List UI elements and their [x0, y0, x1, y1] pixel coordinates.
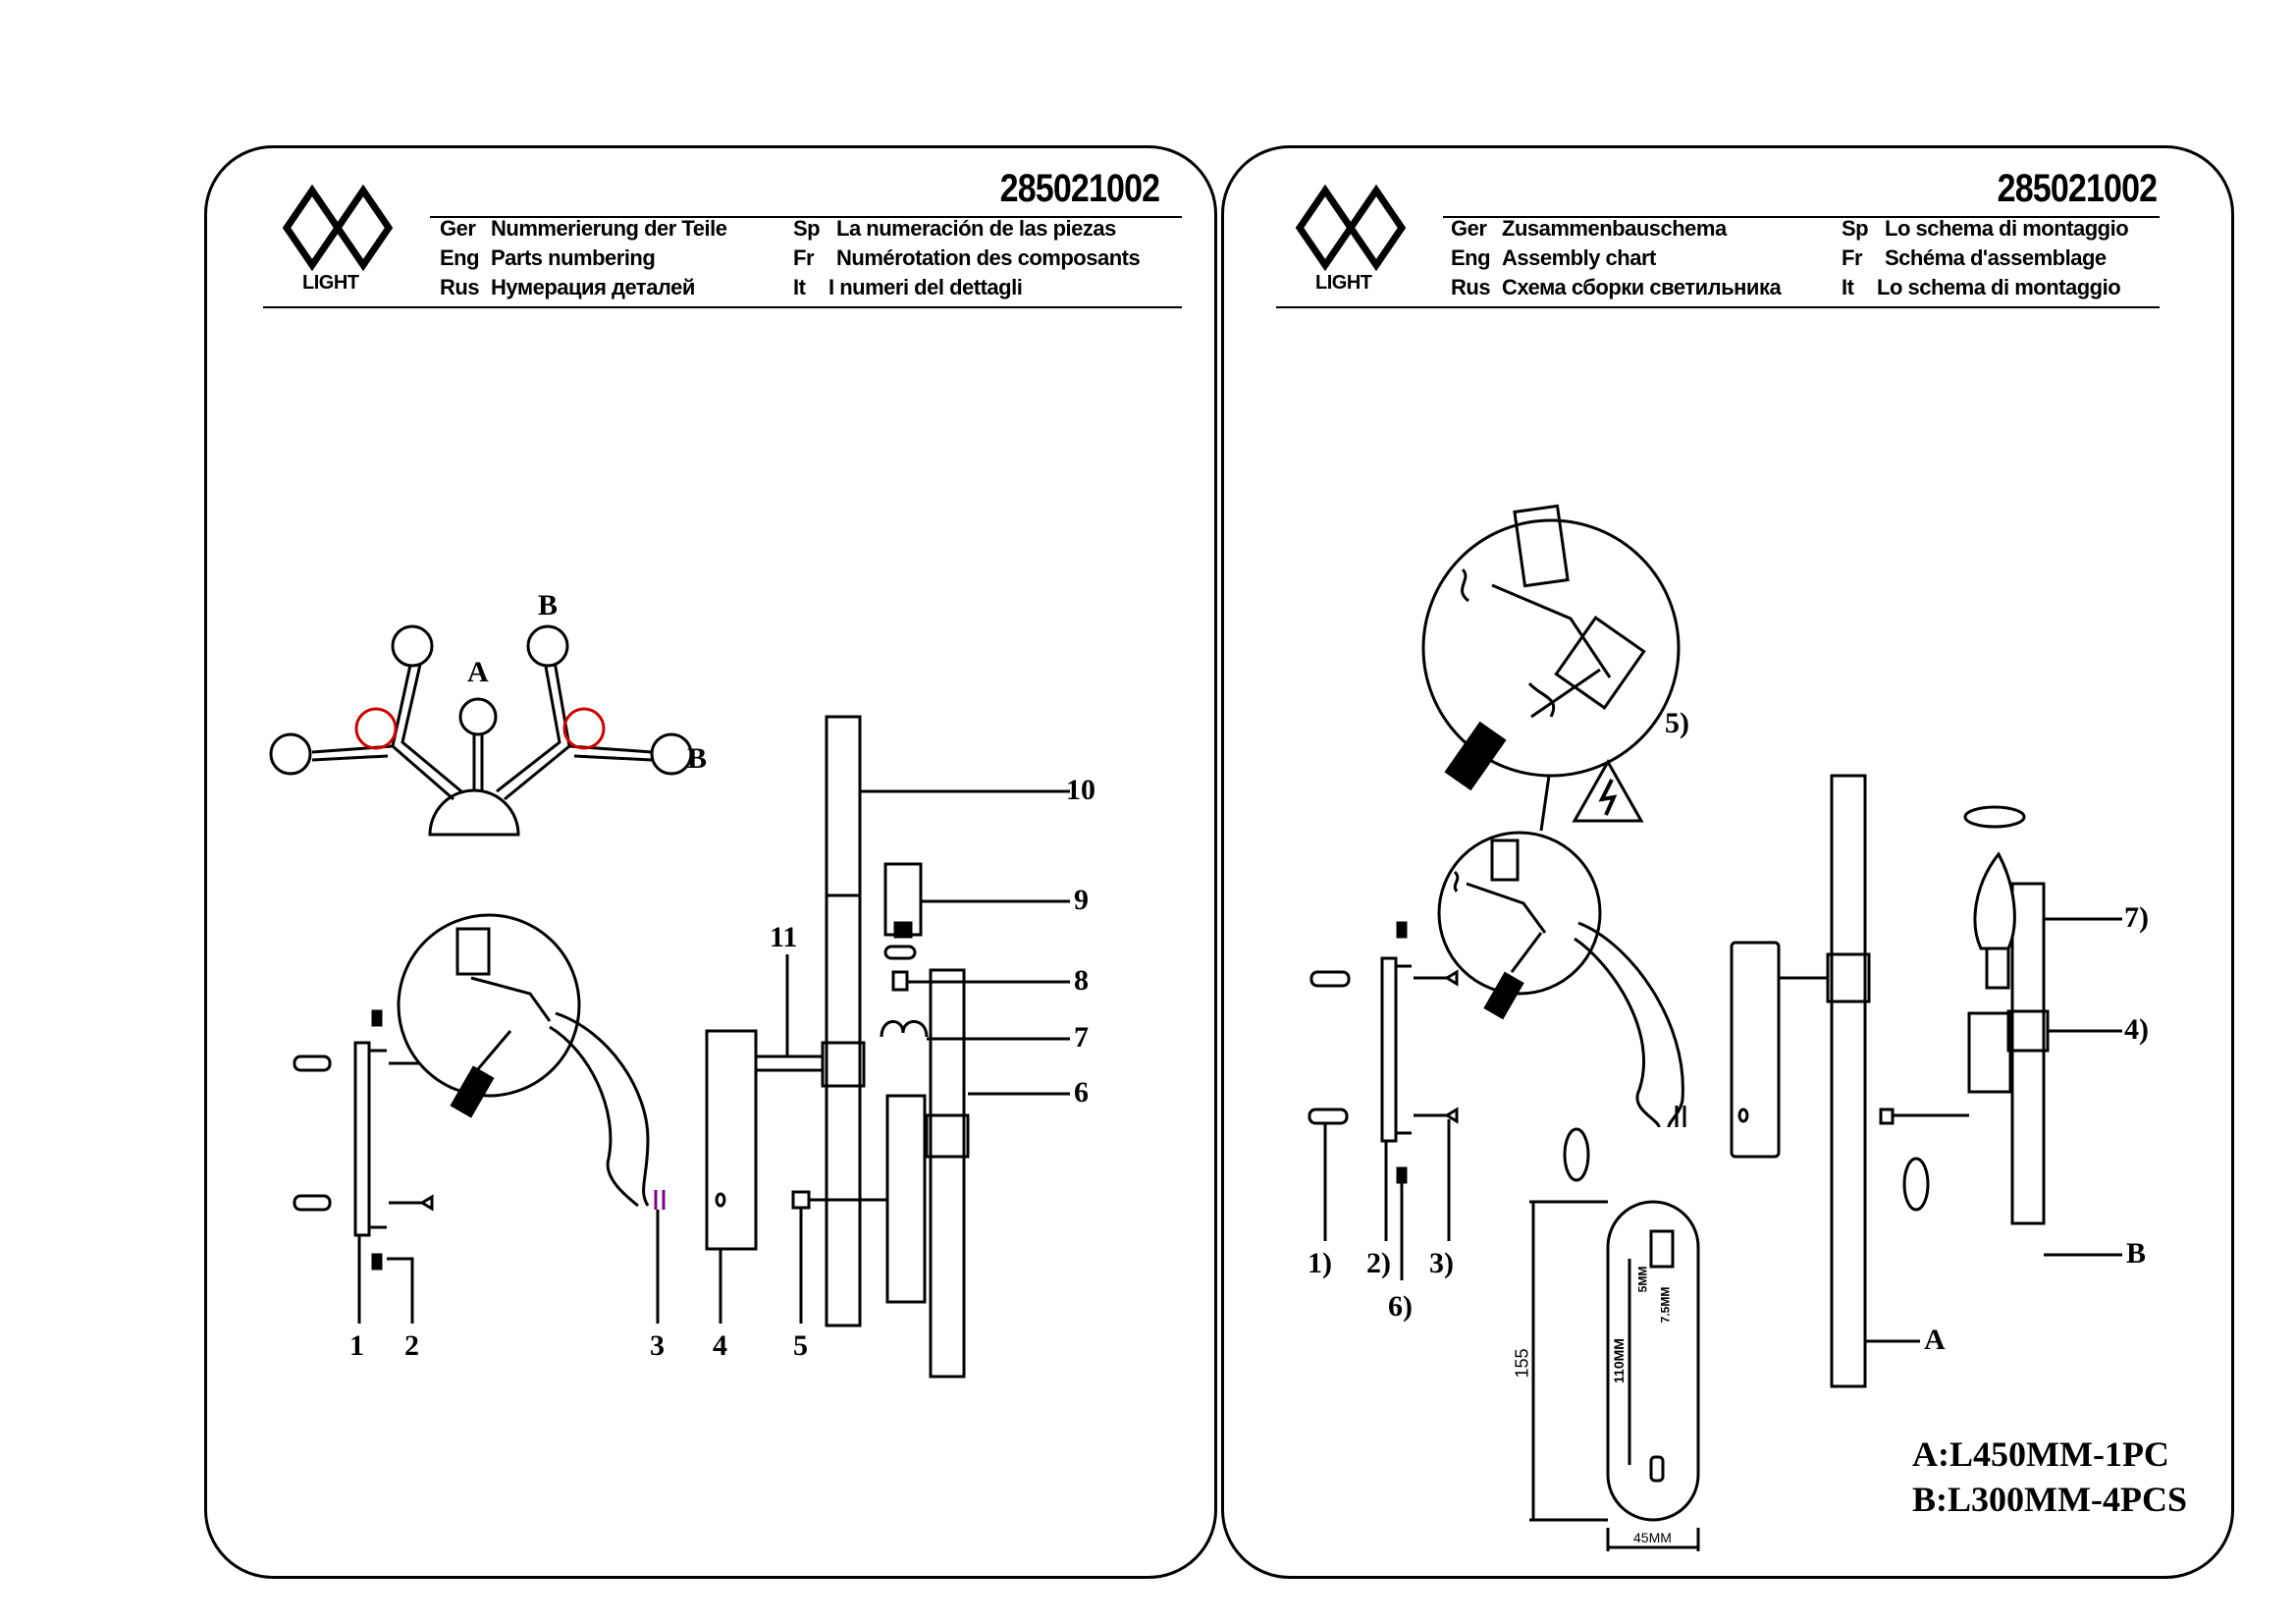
dimension-slot: 5MM — [1635, 1266, 1650, 1293]
arm-label-b: B — [687, 742, 708, 775]
dimension-width: 45MM — [1633, 1530, 1672, 1545]
model-code: 285021002 — [999, 167, 1159, 210]
header-rule-top — [1443, 216, 2160, 218]
part-number: 7 — [1074, 1021, 1089, 1054]
logo-text: LIGHT — [1315, 272, 1372, 294]
assembly-step: 4) — [2124, 1013, 2149, 1046]
part-number: 2 — [404, 1329, 419, 1362]
assembly-step: 3) — [1429, 1247, 1454, 1279]
arm-label-a: A — [467, 656, 489, 688]
spec-line: B:L300MM-4PCS — [1912, 1480, 2187, 1519]
header-rule-bottom — [1276, 306, 2160, 308]
assembly-step: 7) — [2124, 901, 2149, 934]
part-number: 1 — [349, 1329, 364, 1362]
dimension-slot: 7.5MM — [1658, 1286, 1673, 1324]
part-number: 6 — [1074, 1076, 1089, 1109]
assembly-step: 6) — [1388, 1290, 1413, 1323]
part-number: 11 — [770, 921, 798, 953]
header-rule-bottom — [263, 306, 1182, 308]
dimension-inner: 110MM — [1610, 1338, 1627, 1383]
assembly-step: 2) — [1366, 1247, 1391, 1279]
arm-label-b: B — [538, 589, 559, 622]
right-panel — [1221, 145, 2234, 1579]
part-number: 10 — [1066, 774, 1095, 806]
logo-text: LIGHT — [302, 272, 359, 294]
dimension-height: 155 — [1512, 1348, 1532, 1379]
spec-line: A:L450MM-1PC — [1912, 1434, 2169, 1474]
part-number: 9 — [1074, 884, 1089, 916]
part-number: 3 — [650, 1329, 665, 1362]
model-code: 285021002 — [1997, 167, 2157, 210]
rod-label-b: B — [2126, 1237, 2147, 1270]
left-panel — [204, 145, 1217, 1579]
header-rule-top — [430, 216, 1182, 218]
rod-label-a: A — [1924, 1324, 1946, 1356]
part-number: 5 — [793, 1329, 808, 1362]
assembly-step: 1) — [1308, 1247, 1332, 1279]
part-number: 4 — [713, 1329, 727, 1362]
part-number: 8 — [1074, 964, 1089, 997]
assembly-step: 5) — [1665, 707, 1689, 739]
